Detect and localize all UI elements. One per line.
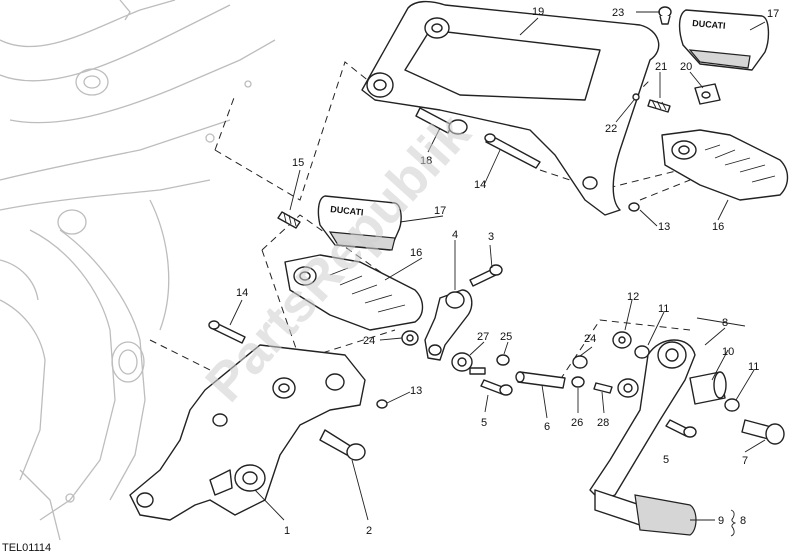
part-label: 9 bbox=[718, 515, 724, 527]
bolt-3-part bbox=[469, 264, 503, 287]
part-label: 20 bbox=[680, 61, 692, 73]
part-label: 27 bbox=[477, 331, 489, 343]
part-number-labels: 1 2 3 4 5 5 6 7 8 8 9 10 11 11 12 13 13 … bbox=[236, 6, 779, 537]
drawing-code: TEL01114 bbox=[2, 542, 51, 554]
pivot-pin-7-part bbox=[741, 419, 785, 445]
bolt-27-part bbox=[469, 367, 486, 375]
part-label: 14 bbox=[474, 179, 486, 191]
part-label: 21 bbox=[655, 61, 667, 73]
part-label: 16 bbox=[410, 247, 422, 259]
pin-14-lower-part bbox=[208, 320, 246, 344]
rod-6-part bbox=[515, 371, 566, 389]
part-label: 14 bbox=[236, 287, 248, 299]
washer-11-lower-part bbox=[724, 398, 740, 412]
screw-23-part bbox=[658, 6, 672, 25]
spring-15-part bbox=[277, 211, 301, 229]
part-label: 22 bbox=[605, 123, 617, 135]
leader-lines bbox=[229, 11, 766, 521]
part-label: 15 bbox=[292, 157, 304, 169]
nut-26-part bbox=[571, 376, 585, 388]
rubber-pad-17-upper-part: DUCATI bbox=[678, 9, 770, 71]
bushing-10-part bbox=[689, 371, 727, 405]
group-brace bbox=[730, 509, 737, 537]
bracket-8-marker bbox=[696, 317, 746, 327]
gear-lever-part bbox=[589, 339, 697, 536]
part-label: 6 bbox=[544, 421, 550, 433]
part-label: 13 bbox=[410, 385, 422, 397]
circlip-13-right-part bbox=[628, 202, 640, 212]
bolt-5-right-part bbox=[665, 419, 697, 438]
part-label: 26 bbox=[571, 417, 583, 429]
brand-mark-upper: DUCATI bbox=[692, 18, 726, 31]
part-label: 13 bbox=[658, 221, 670, 233]
part-label: 19 bbox=[532, 6, 544, 18]
rear-bracket-part bbox=[361, 0, 660, 216]
part-label: 11 bbox=[658, 303, 669, 315]
washer-11-upper-part bbox=[634, 345, 650, 359]
part-label: 24 bbox=[584, 333, 596, 345]
left-bracket-part bbox=[129, 344, 366, 521]
washer-24-right-part bbox=[572, 355, 588, 369]
part-label: 11 bbox=[748, 361, 759, 373]
part-label: 1 bbox=[284, 525, 290, 537]
bolt-18-part bbox=[415, 107, 468, 135]
footpeg-16-right-part bbox=[661, 129, 789, 201]
brand-mark-middle: DUCATI bbox=[330, 204, 364, 217]
bushing-center-part bbox=[451, 352, 473, 372]
part-label: 18 bbox=[420, 155, 432, 167]
bolt-28-part bbox=[593, 382, 613, 394]
lever-4-part bbox=[424, 289, 473, 361]
pin-14-upper-part bbox=[484, 133, 541, 169]
frame-outline bbox=[0, 0, 276, 541]
part-label: 12 bbox=[627, 291, 639, 303]
part-label: 4 bbox=[452, 229, 458, 241]
part-label: 23 bbox=[612, 7, 624, 19]
part-label: 16 bbox=[712, 221, 724, 233]
spring-clip-parts bbox=[632, 83, 721, 113]
part-label: 17 bbox=[434, 205, 446, 217]
part-label: 8 bbox=[740, 515, 746, 527]
part-label: 5 bbox=[481, 417, 487, 429]
part-label: 10 bbox=[722, 346, 734, 358]
part-label: 3 bbox=[488, 231, 494, 243]
part-label: 24 bbox=[363, 335, 375, 347]
part-label: 5 bbox=[663, 454, 669, 466]
part-label: 8 bbox=[722, 317, 728, 329]
washer-12-part bbox=[612, 331, 632, 349]
rubber-pad-17-middle-part: DUCATI bbox=[317, 195, 402, 251]
nut-25-part bbox=[496, 354, 510, 366]
part-label: 28 bbox=[597, 417, 609, 429]
part-label: 25 bbox=[500, 331, 512, 343]
bolt-2-part bbox=[319, 429, 366, 461]
washer-24-left-part bbox=[401, 330, 419, 346]
footpeg-16-left-part bbox=[284, 254, 424, 331]
bolt-5-center-part bbox=[480, 379, 513, 396]
circlip-13-left-part bbox=[376, 399, 388, 409]
bushing-right-part bbox=[617, 378, 639, 398]
part-label: 7 bbox=[742, 455, 748, 467]
part-label: 17 bbox=[767, 8, 779, 20]
part-label: 2 bbox=[366, 525, 372, 537]
